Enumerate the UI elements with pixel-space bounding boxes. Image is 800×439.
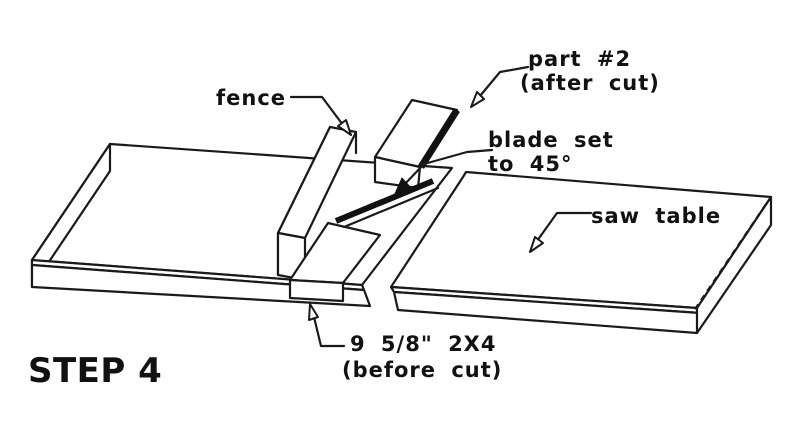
leaders	[289, 65, 593, 348]
part2-arrowhead	[470, 91, 485, 108]
lumber-leader-line	[311, 311, 346, 348]
part2-label-line2: (after cut)	[520, 71, 660, 95]
saw-table-arrowhead	[529, 236, 544, 253]
part2-label-line1: part #2	[528, 47, 631, 71]
saw-table-label: saw table	[591, 204, 721, 228]
lumber-before-cut	[288, 221, 382, 303]
blade-label-line2: to 45°	[488, 152, 573, 176]
step-title: STEP 4	[28, 351, 162, 391]
part2-bevel-cut-face	[418, 108, 460, 169]
right-table	[389, 170, 773, 335]
fence-leader-line	[289, 95, 348, 131]
lumber-arrowhead	[308, 303, 319, 321]
lumber-front-face	[288, 278, 345, 303]
saw-table-leader-line	[535, 211, 593, 243]
left-table-front-base-edge	[30, 263, 372, 308]
blade-label-line1: blade set	[488, 128, 614, 152]
fence-label: fence	[216, 86, 286, 110]
labels: fence part #2 (after cut) blade set to 4…	[28, 47, 721, 391]
part2-leader-line	[473, 65, 530, 104]
fence-arrowhead	[337, 119, 352, 136]
lumber-label-line2: (before cut)	[342, 358, 502, 382]
blade-leader-line	[401, 148, 494, 188]
lumber-label-line1: 9 5/8" 2X4	[350, 332, 496, 356]
blade-band	[334, 178, 435, 224]
blade-band-lower-edge	[342, 186, 440, 229]
blade-45-band	[334, 178, 440, 229]
blade-arrowhead	[392, 177, 412, 198]
